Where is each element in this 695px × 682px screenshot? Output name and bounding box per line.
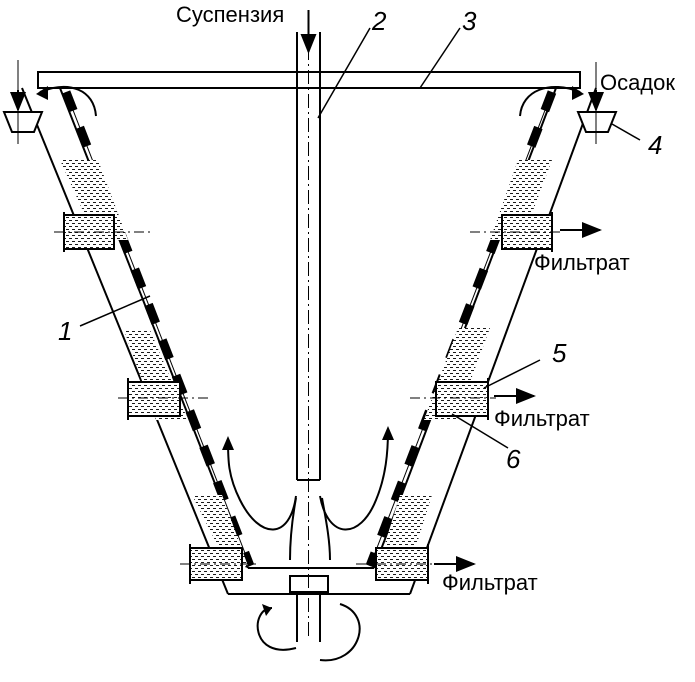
discharge-left [39, 85, 97, 117]
filtrate-label-mid: Фильтрат [494, 406, 590, 431]
flow-curves [227, 429, 389, 561]
suspension-label: Суспензия [176, 2, 285, 27]
filtrate-label-top: Фильтрат [534, 250, 630, 275]
left-nozzles [54, 212, 260, 584]
drive-shaft [296, 592, 321, 642]
filtrate-label-bottom: Фильтрат [442, 570, 538, 595]
leader-lines [79, 27, 641, 449]
callout-6: 6 [506, 444, 521, 474]
callout-3: 3 [462, 6, 477, 36]
callout-1: 1 [58, 316, 73, 346]
right-nozzles [356, 212, 560, 584]
callout-4: 4 [648, 130, 663, 160]
callout-2: 2 [372, 6, 387, 36]
feed-pipe [296, 10, 321, 640]
discharge-right [519, 85, 581, 117]
callout-5: 5 [552, 338, 567, 368]
sediment-label: Осадок [600, 70, 676, 95]
sediment-collectors [2, 60, 618, 144]
